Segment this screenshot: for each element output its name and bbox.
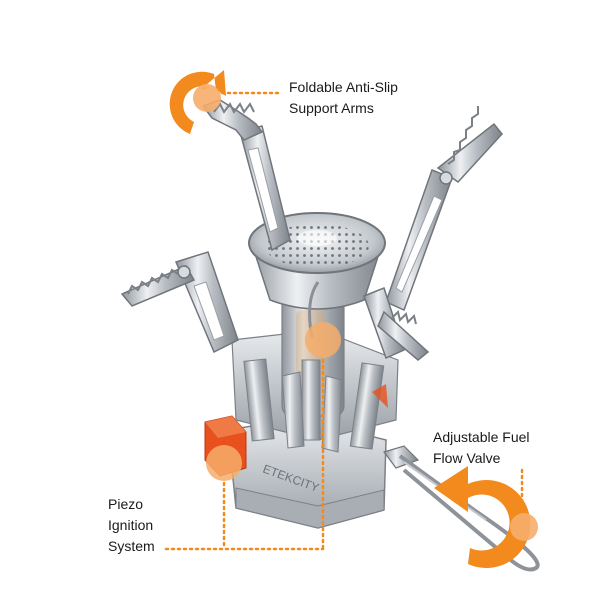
callout-fuel-valve [434, 466, 538, 568]
support-arms [120, 99, 503, 361]
callout-support-arms [169, 70, 284, 134]
stem-marker-dot [305, 322, 341, 358]
valve-marker-dot [510, 513, 538, 541]
support-arm-rear-right [385, 106, 503, 312]
ignition-label-line3: System [108, 538, 155, 554]
camping-stove: ETEKCITY [204, 212, 399, 529]
ignition-marker-dot [206, 445, 242, 481]
rotate-arrow-icon [169, 70, 226, 134]
support-arms-label-line2: Support Arms [289, 100, 374, 116]
support-arm-rear-left [201, 99, 291, 252]
arms-marker-dot [193, 84, 221, 112]
support-arm-left [120, 251, 239, 354]
support-arm-right [363, 287, 430, 361]
fuel-valve-label: Adjustable Fuel Flow Valve [433, 427, 530, 469]
callout-ignition [164, 445, 325, 551]
ignition-label-line1: Piezo [108, 496, 144, 512]
fuel-valve-label-line1: Adjustable Fuel [433, 429, 530, 445]
fuel-valve-label-line2: Flow Valve [433, 450, 501, 466]
support-arms-label: Foldable Anti-Slip Support Arms [289, 77, 398, 119]
ignition-label-line2: Ignition [108, 517, 154, 533]
rotate-arrow-icon [434, 466, 531, 568]
ignition-label: Piezo Ignition System [108, 494, 155, 557]
callout-stem-marker [305, 322, 341, 551]
support-arms-label-line1: Foldable Anti-Slip [289, 79, 398, 95]
